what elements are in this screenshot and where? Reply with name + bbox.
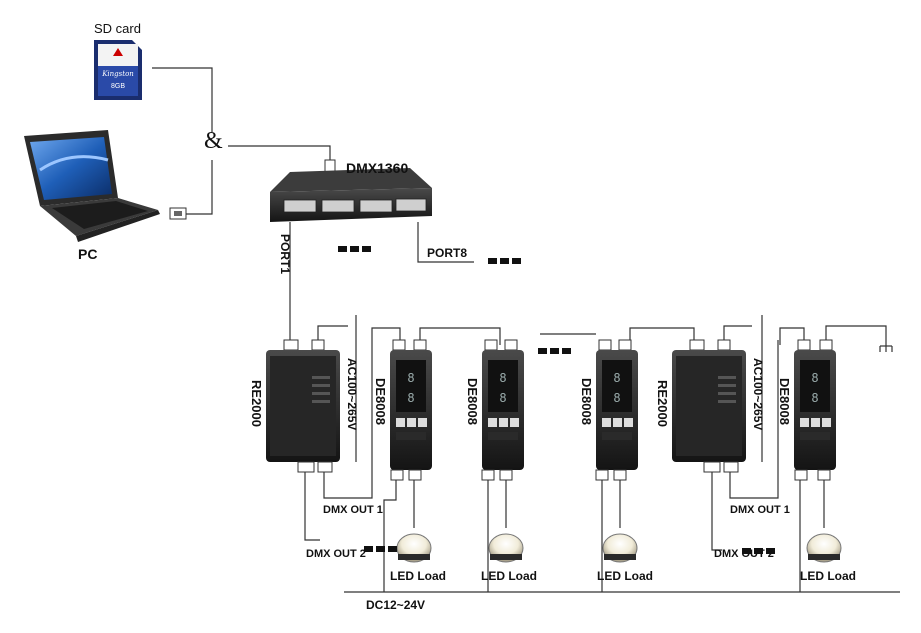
pc-label: PC	[78, 246, 98, 262]
de8008-decoder-4: 8 8	[794, 339, 836, 481]
dc-power-label: DC12~24V	[366, 598, 426, 612]
dmx-out-1-label: DMX OUT 1	[730, 504, 790, 516]
sd-card-label: SD card	[94, 21, 141, 36]
led-bulb-icon	[488, 533, 524, 563]
re2000-label-2: RE2000	[655, 380, 670, 427]
led-load-label-4: LED Load	[800, 569, 856, 583]
de8008-label-4: DE8008	[777, 378, 792, 425]
led-load-label-1: LED Load	[390, 569, 446, 583]
ampersand-label: &	[204, 128, 223, 154]
port1-label: PORT1	[278, 234, 292, 275]
svg-text:8: 8	[499, 391, 506, 405]
controller-label: DMX1360	[346, 160, 409, 176]
de8008-label-3: DE8008	[579, 378, 594, 425]
ellipsis-dots	[364, 540, 400, 555]
led-bulb-icon	[396, 533, 432, 563]
dmx-out-1-label: DMX OUT 1	[323, 504, 383, 516]
svg-text:8: 8	[407, 391, 414, 405]
ellipsis-dots	[538, 342, 574, 357]
ellipsis-dots	[742, 542, 778, 557]
wires	[152, 67, 900, 593]
svg-text:8: 8	[811, 371, 818, 385]
dmx-out-2-label: DMX OUT 2	[714, 548, 774, 560]
de8008-decoder-1: 8 8	[390, 339, 432, 481]
de8008-label-1: DE8008	[373, 378, 388, 425]
de8008-decoder-3: 8 8	[595, 339, 638, 481]
terminator-icon	[879, 345, 893, 352]
led-bulb-icon	[602, 533, 638, 563]
port8-label: PORT8	[427, 246, 468, 260]
led-load-label-2: LED Load	[481, 569, 537, 583]
svg-text:8GB: 8GB	[111, 83, 125, 90]
svg-text:8: 8	[613, 371, 620, 385]
ac-power-label-2: AC100~265V	[751, 358, 765, 431]
re2000-repeater-1	[266, 339, 340, 473]
ac-power-label-1: AC100~265V	[345, 358, 359, 431]
svg-text:8: 8	[613, 391, 620, 405]
svg-text:8: 8	[499, 371, 506, 385]
segment-display-icon: 8	[407, 371, 414, 385]
ellipsis-dots	[338, 240, 374, 255]
re2000-repeater-2	[672, 339, 746, 473]
dmx-out-2-label: DMX OUT 2	[306, 548, 366, 560]
usb-plug-icon	[169, 207, 187, 220]
svg-text:8: 8	[811, 391, 818, 405]
ellipsis-dots	[488, 252, 524, 267]
re2000-label-1: RE2000	[249, 380, 264, 427]
laptop-icon	[24, 130, 160, 242]
de8008-decoder-2: 8 8	[481, 339, 524, 481]
svg-text:Kingston: Kingston	[101, 70, 134, 78]
led-load-label-3: LED Load	[597, 569, 653, 583]
rj45-port-icon	[283, 198, 427, 213]
led-bulb-icon	[806, 533, 842, 563]
sd-card-icon: Kingston 8GB	[94, 40, 142, 100]
de8008-label-2: DE8008	[465, 378, 480, 425]
dmx1360-controller	[270, 159, 432, 222]
